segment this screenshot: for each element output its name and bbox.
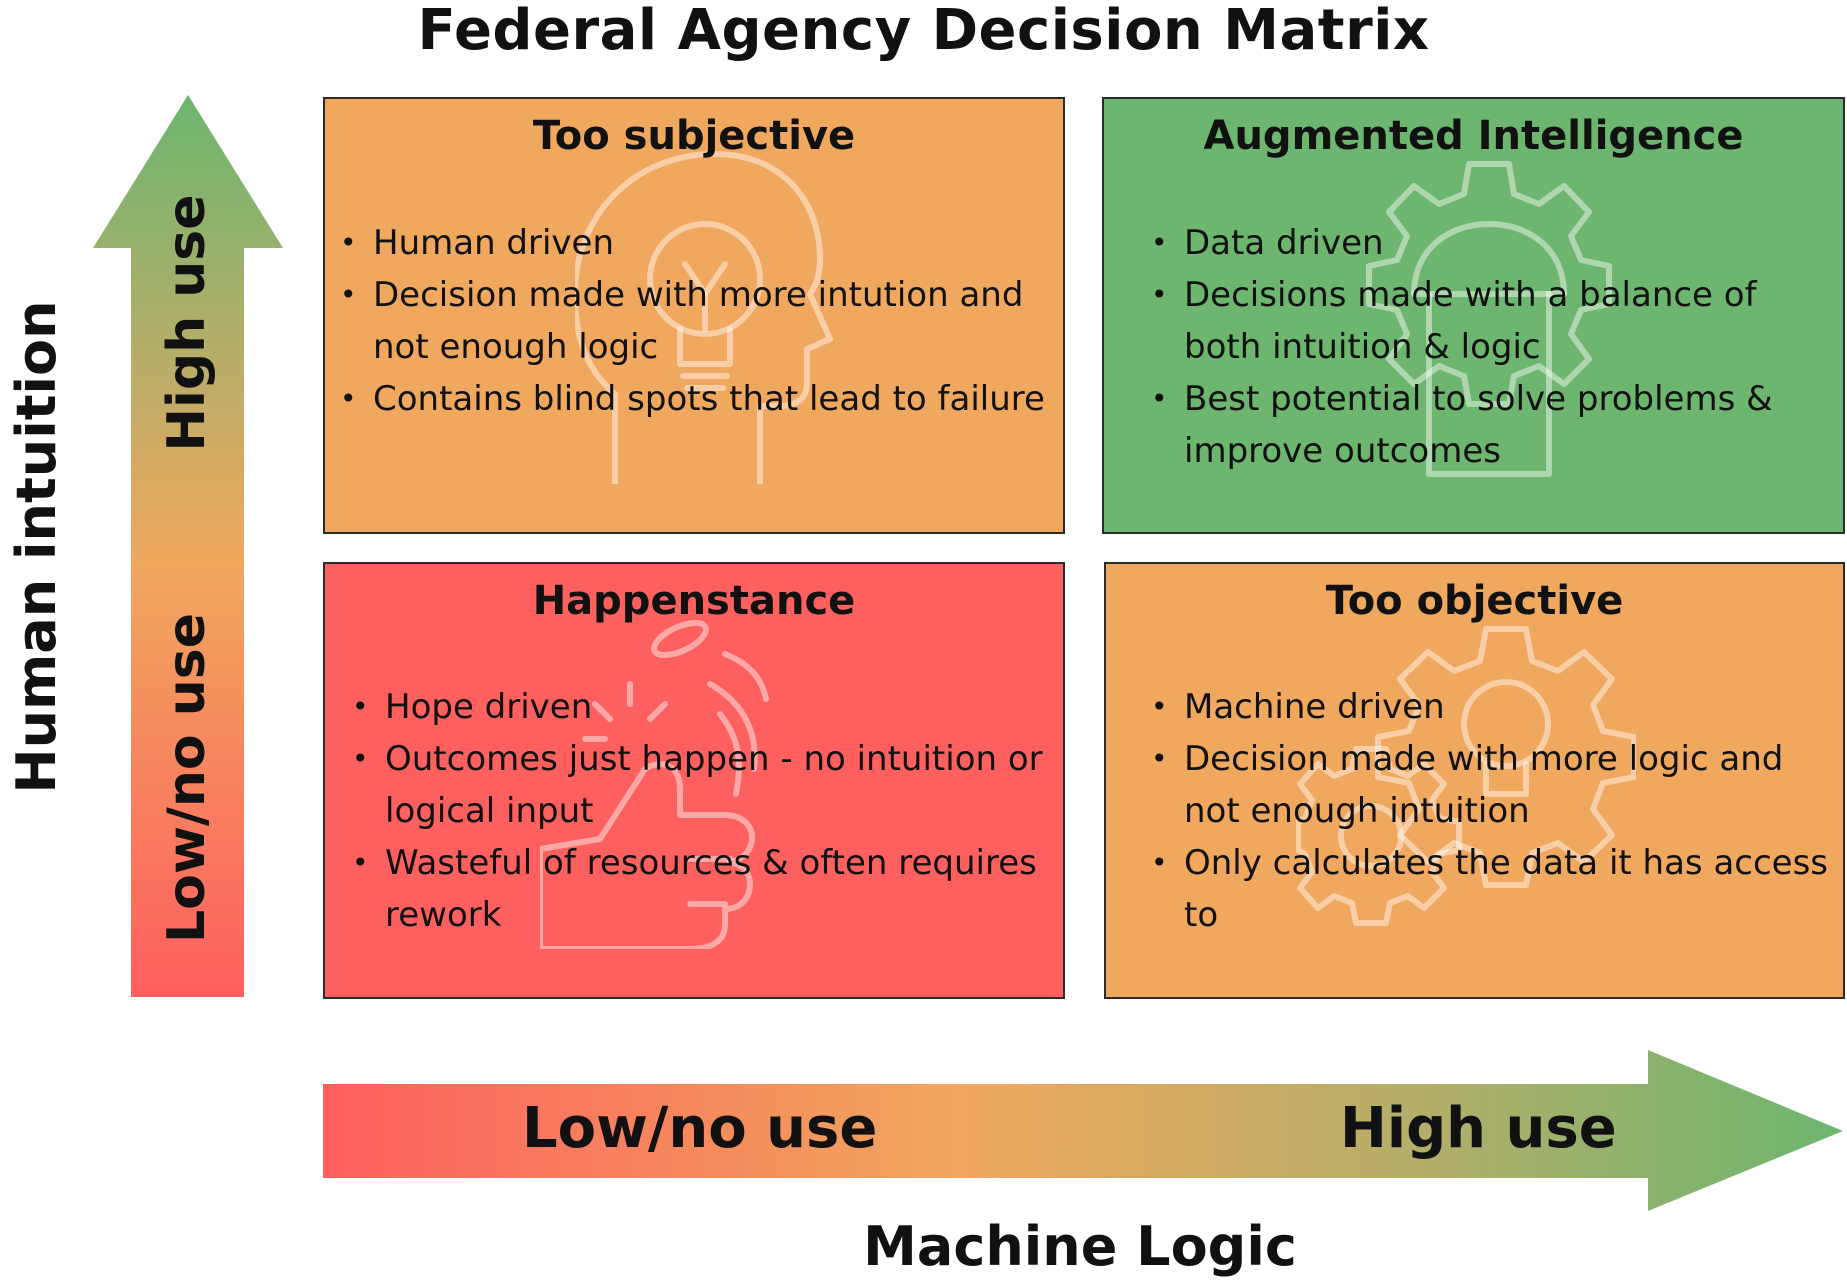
- bullet-icon: •: [352, 742, 369, 775]
- x-axis-low-label: Low/no use: [522, 1096, 878, 1161]
- bullet-text: Decision made with more logic and not en…: [1184, 739, 1784, 831]
- y-axis-high-label: High use: [157, 194, 217, 452]
- bullet-text: Data driven: [1184, 223, 1384, 263]
- bullet-icon: •: [340, 382, 357, 415]
- list-item: • Data driven: [1151, 217, 1829, 269]
- bullet-text: Outcomes just happen - no intuition or l…: [385, 739, 1043, 831]
- quadrant-too-subjective: Too subjective • Human driven • Decision m…: [323, 97, 1065, 534]
- bullet-text: Only calculates the data it has access t…: [1184, 843, 1829, 935]
- bullet-text: Decision made with more intution and not…: [373, 275, 1024, 367]
- bullet-text: Best potential to solve problems & impro…: [1184, 379, 1773, 471]
- list-item: • Human driven: [340, 217, 1049, 269]
- bullet-list: • Data driven • Decisions made with a bala…: [1151, 217, 1829, 477]
- quadrant-title: Too subjective: [532, 113, 856, 159]
- bullet-icon: •: [1151, 226, 1168, 259]
- horizontal-axis-arrow: [323, 1050, 1843, 1211]
- x-axis-high-label: High use: [1340, 1096, 1617, 1161]
- y-axis-low-label: Low/no use: [157, 613, 217, 943]
- list-item: • Decisions made with a balance of both i…: [1151, 269, 1829, 373]
- bullet-icon: •: [352, 690, 369, 723]
- list-item: • Decision made with more logic and not e…: [1151, 733, 1829, 837]
- matrix-title: Federal Agency Decision Matrix: [417, 0, 1430, 63]
- quadrant-happenstance: Happenstance • Hope driven • Outcomes just…: [323, 562, 1065, 999]
- bullet-icon: •: [352, 846, 369, 879]
- bullet-icon: •: [1151, 382, 1168, 415]
- quadrant-title: Happenstance: [532, 578, 856, 624]
- bullet-list: • Machine driven • Decision made with more…: [1151, 681, 1829, 941]
- list-item: • Wasteful of resources & often requires …: [352, 837, 1049, 941]
- bullet-text: Hope driven: [385, 687, 593, 727]
- list-item: • Decision made with more intution and no…: [340, 269, 1049, 373]
- quadrant-title: Too objective: [1325, 578, 1624, 624]
- bullet-icon: •: [1151, 742, 1168, 775]
- bullet-list: • Hope driven • Outcomes just happen - no …: [352, 681, 1049, 941]
- quadrant-augmented-intelligence: Augmented Intelligence • Data driven • Dec…: [1102, 97, 1845, 534]
- bullet-text: Human driven: [373, 223, 615, 263]
- bullet-text: Contains blind spots that lead to failur…: [373, 379, 1045, 419]
- bullet-icon: •: [1151, 278, 1168, 311]
- bullet-text: Machine driven: [1184, 687, 1445, 727]
- bullet-icon: •: [1151, 690, 1168, 723]
- bullet-text: Wasteful of resources & often requires r…: [385, 843, 1037, 935]
- list-item: • Hope driven: [352, 681, 1049, 733]
- quadrant-too-objective: Too objective • Machine driven • Decision …: [1104, 562, 1845, 999]
- bullet-icon: •: [340, 278, 357, 311]
- list-item: • Contains blind spots that lead to failu…: [340, 373, 1049, 425]
- bullet-icon: •: [340, 226, 357, 259]
- quadrant-title: Augmented Intelligence: [1203, 113, 1744, 159]
- list-item: • Best potential to solve problems & impr…: [1151, 373, 1829, 477]
- vertical-axis-arrow: [93, 95, 283, 997]
- y-axis-label: Human intuition: [5, 300, 68, 794]
- x-axis-label: Machine Logic: [863, 1215, 1297, 1278]
- list-item: • Outcomes just happen - no intuition or …: [352, 733, 1049, 837]
- bullet-list: • Human driven • Decision made with more i…: [340, 217, 1049, 425]
- list-item: • Only calculates the data it has access …: [1151, 837, 1829, 941]
- bullet-icon: •: [1151, 846, 1168, 879]
- bullet-text: Decisions made with a balance of both in…: [1184, 275, 1757, 367]
- list-item: • Machine driven: [1151, 681, 1829, 733]
